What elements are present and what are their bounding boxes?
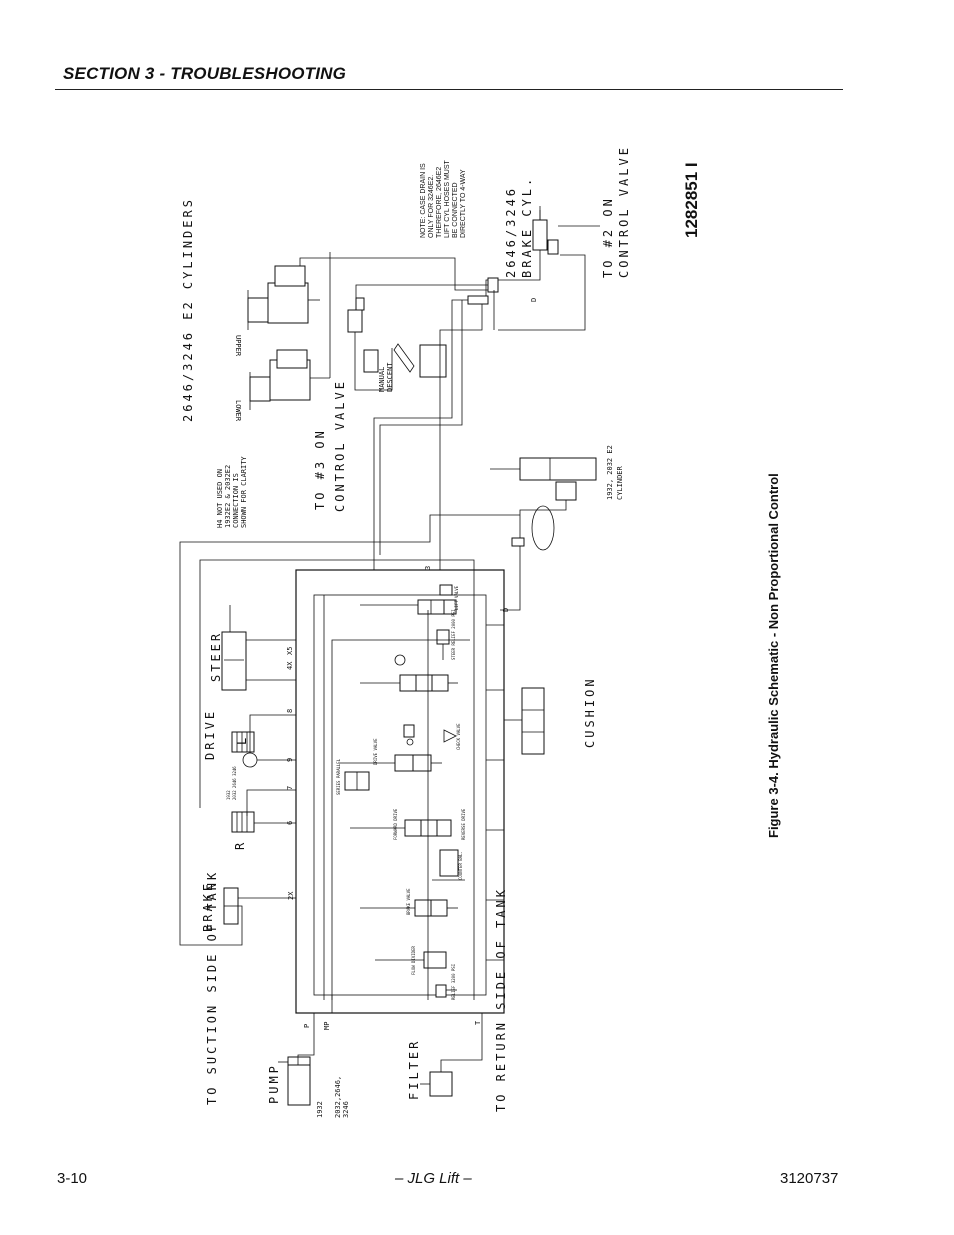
svg-text:ONLY FOR 3246E2.: ONLY FOR 3246E2. — [428, 175, 435, 238]
manifold-circuits — [323, 590, 475, 1013]
svg-text:SHOWN FOR CLARITY: SHOWN FOR CLARITY — [240, 456, 248, 528]
svg-text:BRAKE CYL.: BRAKE CYL. — [520, 176, 534, 278]
e2-cylinders-label: 2646/3246 E2 CYLINDERS — [181, 197, 195, 422]
svg-text:CONTROL VALVE: CONTROL VALVE — [617, 145, 631, 278]
port-5: X5 — [286, 647, 294, 655]
svg-text:LIFT VALVE: LIFT VALVE — [454, 585, 459, 610]
port-t: T — [474, 1020, 482, 1025]
port-p: P — [303, 1024, 311, 1028]
svg-text:CONTROL VALVE: CONTROL VALVE — [333, 379, 347, 512]
to-suction-label: TO SUCTION SIDE OF TANK — [205, 870, 219, 1105]
pump-models-1: 1932 — [316, 1101, 324, 1118]
svg-text:FORWARD DRIVE: FORWARD DRIVE — [393, 808, 398, 840]
valve-steer-relief — [394, 629, 450, 666]
svg-text:2032 2646 3246: 2032 2646 3246 — [232, 766, 237, 800]
pump — [278, 1013, 315, 1106]
valve-drive — [394, 754, 442, 772]
svg-text:CYLINDER: CYLINDER — [616, 465, 624, 500]
valve-flow-divider — [423, 951, 457, 998]
port-mp: MP — [323, 1022, 331, 1030]
port-8: 8 — [286, 709, 294, 713]
cushion-accumulator — [504, 687, 545, 755]
svg-text:CONNECTION IS: CONNECTION IS — [232, 473, 240, 528]
svg-text:LIFT CYL HOSES MUST: LIFT CYL HOSES MUST — [444, 159, 451, 238]
page-number: 3-10 — [57, 1170, 88, 1187]
steer-cylinder — [221, 605, 296, 691]
port-d: D — [502, 608, 510, 612]
drive-l-label: L — [235, 735, 249, 745]
cushion-label: CUSHION — [583, 676, 597, 748]
valve-brake — [414, 899, 458, 917]
svg-text:REVERSE DRIVE: REVERSE DRIVE — [461, 808, 466, 840]
doc-number: 3120737 — [780, 1170, 839, 1187]
steer-label: STEER — [209, 631, 223, 682]
brake-label: BRAKE — [201, 881, 215, 932]
drive-motor-l — [231, 731, 296, 768]
svg-text:1932E2 & 2032E2: 1932E2 & 2032E2 — [224, 465, 232, 528]
port-4: 4X — [286, 661, 294, 670]
port-6: 6 — [286, 821, 294, 825]
port-3: 3 — [424, 566, 432, 570]
part-number: 1282851 I — [682, 162, 701, 238]
svg-text:NOTE: CASE DRAIN IS: NOTE: CASE DRAIN IS — [420, 163, 427, 238]
valve-lift — [417, 584, 457, 615]
svg-text:THEREFORE, 2646E2: THEREFORE, 2646E2 — [436, 167, 443, 238]
upper-label: UPPER — [234, 335, 242, 357]
svg-text:DESCENT: DESCENT — [386, 362, 394, 392]
lower-label: LOWER — [234, 400, 242, 422]
svg-text:RELIEF 3200 PSI: RELIEF 3200 PSI — [451, 963, 456, 1000]
svg-text:MANUAL: MANUAL — [378, 367, 386, 392]
pump-label: PUMP — [267, 1063, 281, 1104]
svg-text:CHECK VALVE: CHECK VALVE — [456, 723, 461, 750]
section-header: SECTION 3 - TROUBLESHOOTING — [63, 64, 347, 83]
to-return-label: TO RETURN SIDE OF TANK — [494, 887, 508, 1112]
port-d2: D — [530, 298, 538, 302]
pump-models-3: 3246 — [342, 1101, 350, 1118]
brake-cylinder-2646 — [532, 206, 600, 255]
valve-forward-reverse — [404, 819, 452, 837]
header-rule — [55, 89, 843, 90]
lift-cylinder-1932 — [490, 457, 597, 611]
svg-text:TO #3 ON: TO #3 ON — [313, 428, 327, 510]
drive-motor-r — [231, 714, 296, 833]
port-2: 2X — [287, 891, 295, 900]
svg-text:STEER RELIEF 2000 PSI: STEER RELIEF 2000 PSI — [451, 609, 456, 660]
footer-brand: – JLG Lift – — [395, 1170, 472, 1187]
valve-series-parallel — [344, 771, 370, 791]
svg-text:H4 NOT USED ON: H4 NOT USED ON — [216, 469, 224, 528]
svg-text:2646/3246: 2646/3246 — [504, 186, 518, 278]
filter — [420, 1013, 483, 1097]
case-drain-note: NOTE: CASE DRAIN IS ONLY FOR 3246E2. THE… — [420, 159, 467, 238]
svg-text:TO #2 ON: TO #2 ON — [601, 196, 615, 278]
drive-label: DRIVE — [203, 709, 217, 760]
valve-steer — [399, 674, 458, 692]
filter-label: FILTER — [407, 1039, 421, 1100]
valve-drive-check — [403, 724, 457, 746]
port-9: 9 — [286, 758, 294, 762]
drive-r-label: R — [233, 840, 247, 850]
svg-text:SERIES PARALLEL: SERIES PARALLEL — [336, 758, 341, 795]
svg-text:DRIVE VALVE: DRIVE VALVE — [373, 738, 378, 765]
port-7: 7 — [286, 786, 294, 790]
manifold-block — [295, 569, 505, 1014]
brake-cylinder — [179, 514, 520, 946]
svg-text:BRAKE VALVE: BRAKE VALVE — [406, 888, 411, 915]
pump-models-2: 2032,2646, — [334, 1076, 342, 1118]
svg-text:DIRECTLY TO 4-WAY: DIRECTLY TO 4-WAY — [460, 169, 467, 238]
e2-cylinders — [247, 252, 494, 410]
manifold-micro-labels: LIFT VALVE STEER RELIEF 2000 PSI CHECK V… — [336, 585, 466, 1000]
figure-caption: Figure 3-4. Hydraulic Schematic - Non Pr… — [766, 473, 781, 838]
svg-text:1932, 2032 E2: 1932, 2032 E2 — [606, 445, 614, 500]
svg-text:COUNTER BAL.: COUNTER BAL. — [458, 851, 463, 880]
svg-text:BE CONNECTED: BE CONNECTED — [452, 182, 459, 238]
valve-counterbalance — [432, 849, 465, 881]
svg-text:1932: 1932 — [226, 790, 231, 800]
